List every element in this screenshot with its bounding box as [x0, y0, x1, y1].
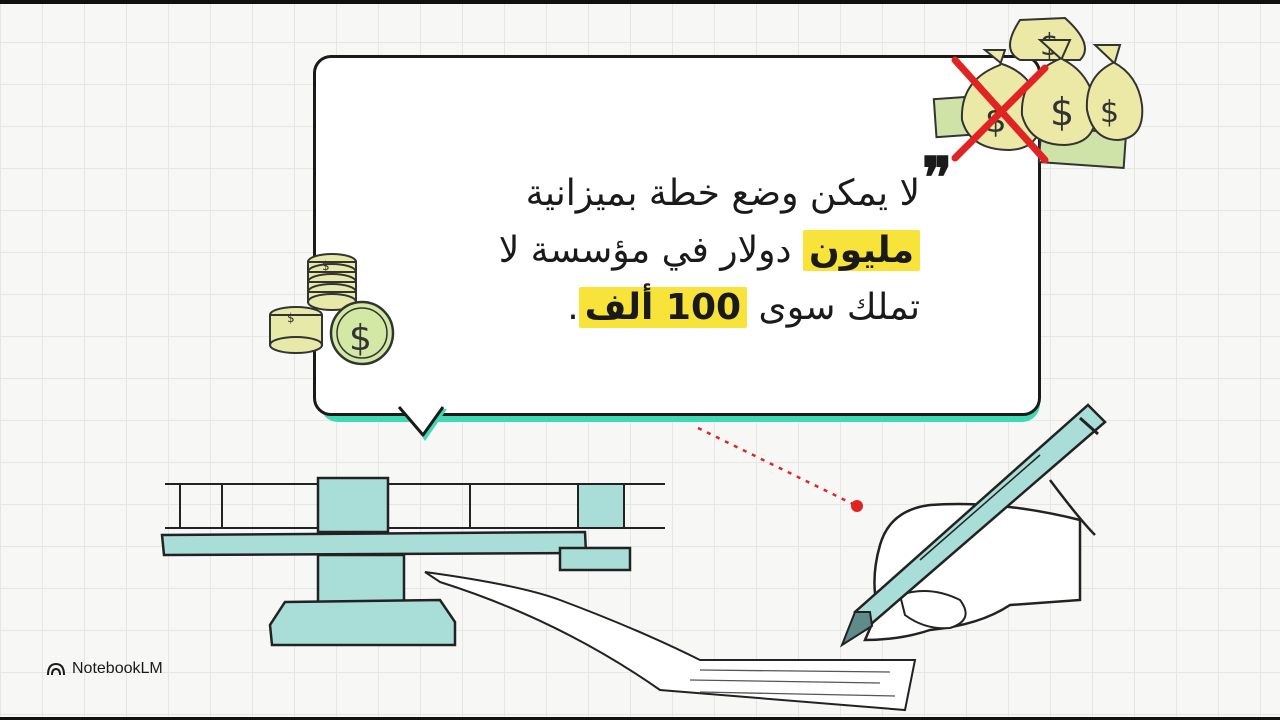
- svg-text:$: $: [287, 311, 295, 325]
- frame-bottom-bar: [0, 717, 1280, 720]
- svg-text:$: $: [1100, 95, 1119, 130]
- quote-line-1: لا يمكن وضع خطة بميزانية: [525, 173, 920, 214]
- coin-stack-icon: $ $ $: [269, 253, 395, 366]
- money-bags-icon: $ $ $ $: [932, 16, 1144, 170]
- quote-mark-icon: ❞: [922, 145, 953, 211]
- svg-text:$: $: [349, 318, 372, 359]
- paper-lines: [689, 669, 896, 697]
- pointer-line: [697, 426, 856, 507]
- highlight-100k: 100 ألف: [578, 287, 748, 328]
- quote-text: لا يمكن وضع خطة بميزانية مليون دولار في …: [470, 165, 920, 336]
- quote-line-3: تملك سوى 100 ألف.: [470, 279, 920, 336]
- brand-name: NotebookLM: [72, 660, 163, 677]
- brand: NotebookLM: [46, 660, 163, 678]
- cross-mark-icon: [951, 56, 1049, 164]
- quote-line-2: مليون دولار في مؤسسة لا: [470, 222, 920, 279]
- notebooklm-logo-icon: [47, 662, 65, 676]
- frame-top-bar: [0, 0, 1280, 4]
- pointer-dot: [851, 500, 863, 512]
- quote-line-2-rest: دولار في مؤسسة لا: [498, 230, 792, 271]
- paper-sheet: [424, 571, 917, 712]
- svg-text:$: $: [322, 259, 330, 273]
- writing-hand-icon: [863, 479, 1096, 642]
- pen-icon: [839, 403, 1107, 648]
- bubble-tail: [397, 405, 447, 441]
- highlight-million: مليون: [803, 230, 920, 271]
- quote-line-3-suffix: .: [567, 287, 579, 328]
- quote-line-3-prefix: تملك سوى: [758, 287, 920, 328]
- scale-icon: [160, 476, 665, 647]
- svg-text:$: $: [1050, 90, 1074, 134]
